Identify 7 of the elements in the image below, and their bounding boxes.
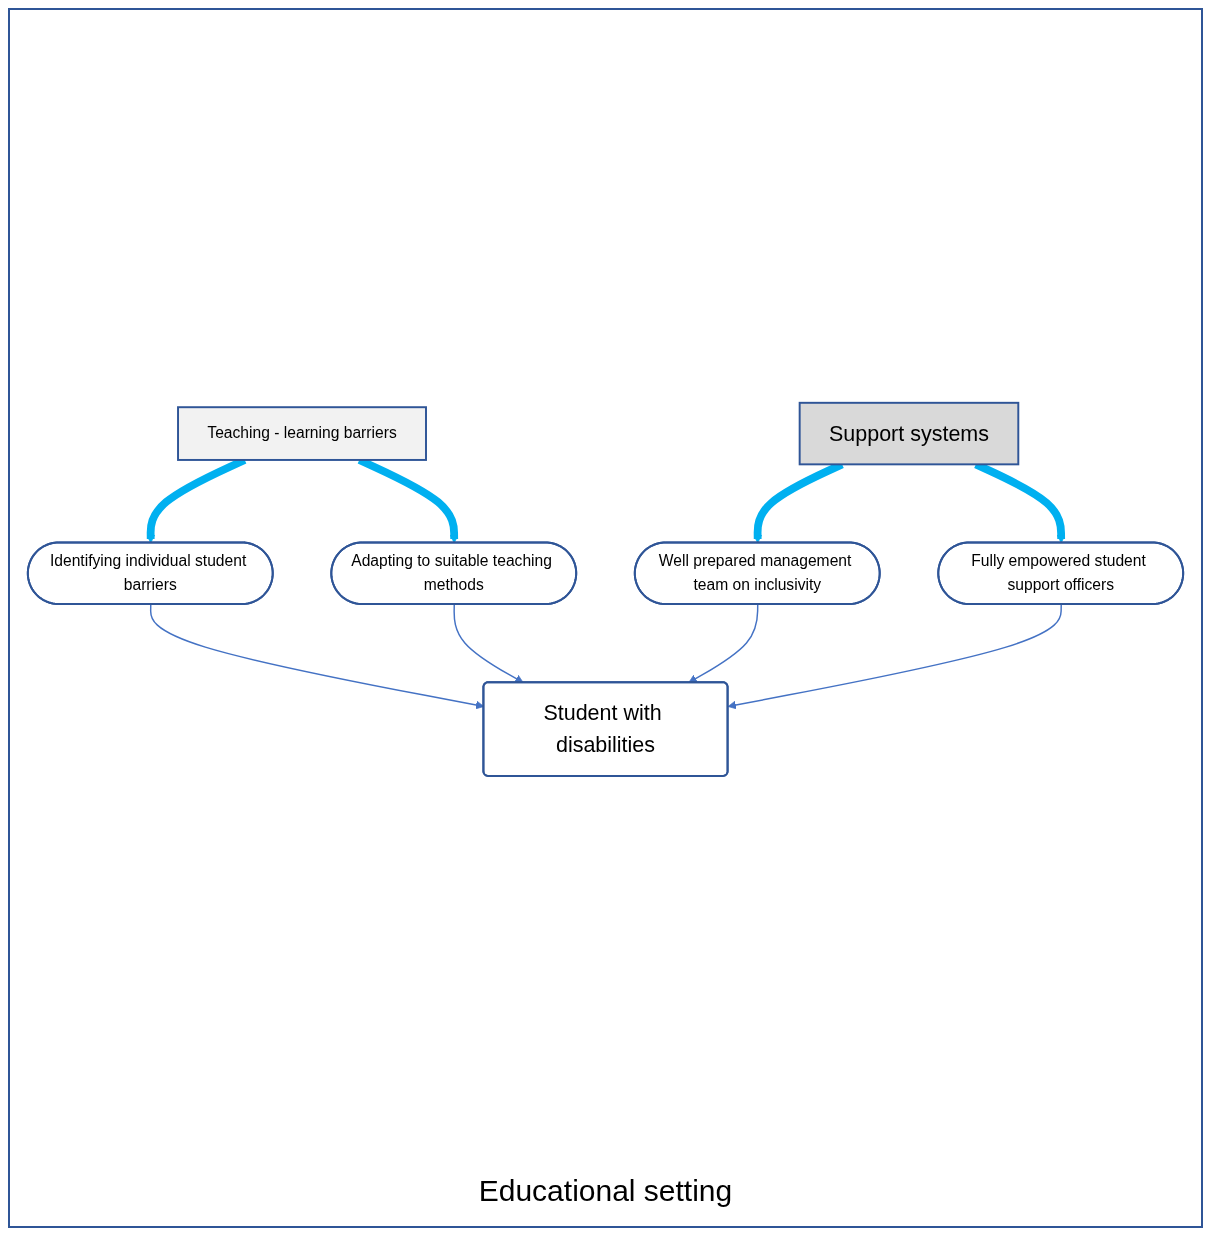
node-box: [798, 401, 1020, 465]
arrow: [688, 603, 759, 683]
setting-label: Educational setting: [478, 1174, 733, 1208]
page-frame: Teaching - learning barriers Identifying individual student barriers Adapting to suitable teaching methods Student with disabilities Well prepared management team on inclusivity Fully empowered student support officers Support systems Educational setting: [8, 8, 1203, 1228]
node-box: [177, 405, 427, 461]
arrow: [727, 603, 1062, 709]
arrow: [453, 603, 524, 683]
